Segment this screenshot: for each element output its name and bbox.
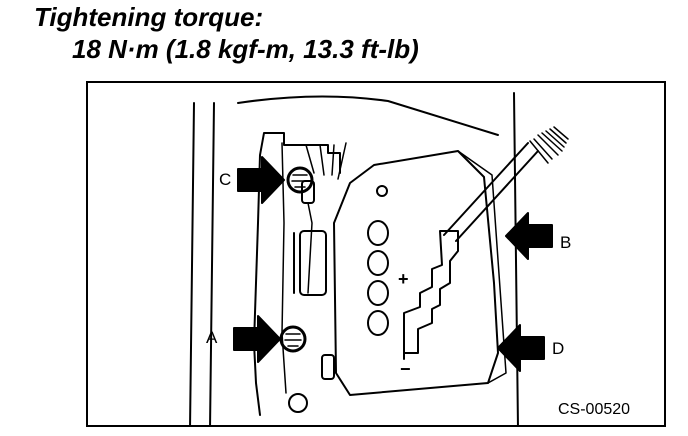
arrow-c [237,156,285,204]
arrow-b [505,212,553,260]
shifter-illustration-frame: C B A D + − CS-00520 [86,81,666,427]
mounting-bracket [253,132,341,416]
callout-a: A [206,328,218,347]
plate-edge [457,150,507,384]
bolt-c [286,166,314,194]
lever-threads [529,126,569,164]
torque-value: 18 N·m (1.8 kgf-m, 13.3 ft-lb) [72,34,419,64]
left-trim-line [189,102,195,425]
plus-mark: + [398,269,409,289]
shift-gate [403,230,459,360]
arrow-d [497,324,545,372]
indicator-lamp [367,250,389,276]
right-console-edge [513,92,519,425]
bolt-c-head [291,174,309,188]
indicator-lamp [367,280,389,306]
callout-b: B [560,233,572,252]
torque-title: Tightening torque: [34,2,264,32]
bolt-a [279,325,307,353]
indicator-lamp [367,310,389,336]
shifter-illustration [189,92,569,425]
small-latch [321,354,335,380]
plate-screw [376,185,388,197]
left-trim-line [209,102,215,425]
indicator-lamp [367,220,389,246]
minus-mark: − [400,359,411,379]
shift-lever [443,142,539,242]
callout-d: D [552,339,565,358]
shifter-plate [333,150,499,396]
connector-wire [307,202,313,294]
mounting-bracket [281,142,287,394]
bolt-a-head [284,333,302,347]
wiring-harness [305,142,347,180]
arrow-a [233,315,281,363]
callout-c: C [219,170,232,189]
side-clip [299,230,327,296]
lower-screw [288,393,308,413]
console-top-curve [237,95,499,136]
figure-code: CS-00520 [558,401,631,418]
